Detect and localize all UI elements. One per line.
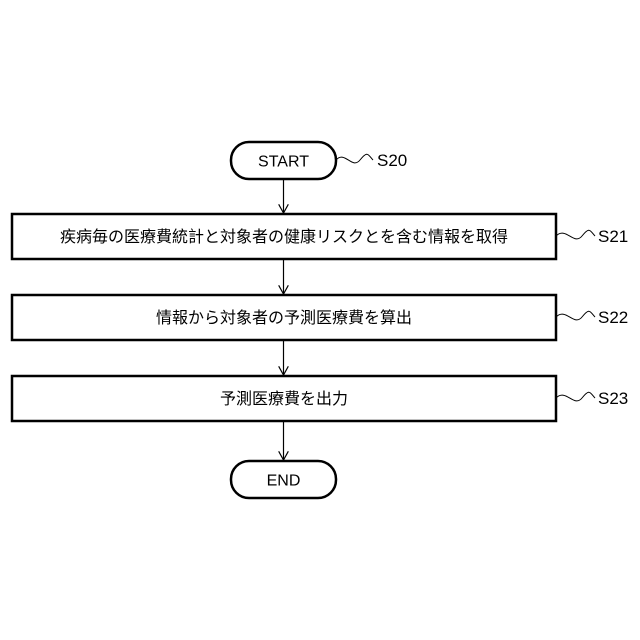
s23-step-leader [556, 392, 595, 401]
end-label: END [267, 473, 301, 490]
start-step-leader [336, 154, 373, 163]
process-text-s21: 疾病毎の医療費統計と対象者の健康リスクとを含む情報を取得 [60, 227, 508, 246]
s22-step-label: S22 [598, 308, 628, 327]
s23-step-label: S23 [598, 389, 628, 408]
start-terminal: START [231, 142, 336, 179]
s21-step-label: S21 [598, 227, 628, 246]
start-label: START [258, 154, 309, 171]
end-terminal: END [231, 461, 336, 498]
process-text-s22: 情報から対象者の予測医療費を算出 [156, 308, 412, 327]
s22-step-leader [556, 311, 595, 320]
process-step-s22: 情報から対象者の予測医療費を算出 [12, 295, 556, 340]
process-text-s23: 予測医療費を出力 [220, 389, 348, 408]
process-step-s21: 疾病毎の医療費統計と対象者の健康リスクとを含む情報を取得 [12, 214, 556, 259]
start-step-label: S20 [377, 151, 407, 170]
s21-step-leader [556, 230, 595, 239]
process-step-s23: 予測医療費を出力 [12, 376, 556, 421]
